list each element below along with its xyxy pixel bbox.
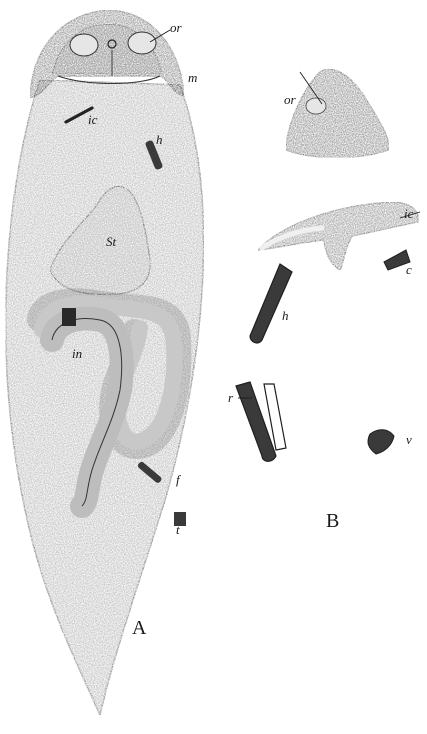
label-t: t xyxy=(176,522,180,537)
v-bone xyxy=(368,430,394,454)
specimen-b xyxy=(236,69,418,461)
label-ic-a: ic xyxy=(88,112,98,127)
label-c: c xyxy=(406,262,412,277)
label-m: m xyxy=(188,70,197,85)
orbit-b xyxy=(306,98,326,114)
label-v: v xyxy=(406,432,412,447)
orbit-left xyxy=(70,34,98,56)
skull-plate xyxy=(286,69,389,157)
label-f: f xyxy=(176,472,182,487)
label-or-a: or xyxy=(170,20,183,35)
label-r: r xyxy=(228,390,234,405)
label-in: in xyxy=(72,346,82,361)
orbit-right xyxy=(128,32,156,54)
panel-label-a: A xyxy=(132,617,147,639)
label-ic-b: ic xyxy=(404,206,414,221)
label-st: St xyxy=(106,234,117,249)
label-h-a: h xyxy=(156,132,163,147)
label-h-b: h xyxy=(282,308,289,323)
panel-label-b: B xyxy=(326,510,339,532)
intestine-opening xyxy=(62,308,76,326)
label-or-b: or xyxy=(284,92,297,107)
specimen-a xyxy=(6,10,204,715)
h-bone-b xyxy=(250,264,292,343)
